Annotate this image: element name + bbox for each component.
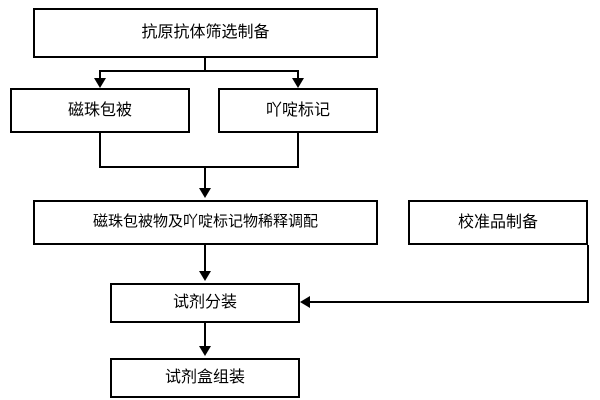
arrow-n1-to-n2 [94,78,106,88]
node-reagent-dispensing: 试剂分装 [110,283,300,323]
edge-n1-to-n3 [297,70,299,80]
edge-n3-down [297,133,299,168]
edge-n2-down [99,133,101,168]
edge-n4-to-n6 [204,245,206,273]
arrow-n4-to-n6 [199,271,211,281]
arrow-merge-to-n4 [199,188,211,198]
node-label: 校准品制备 [457,213,538,231]
edge-merge-to-n4 [204,166,206,190]
node-label: 吖啶标记 [265,101,330,119]
arrow-n1-to-n3 [292,78,304,88]
edge-n5-down [587,245,589,303]
node-acridinium-labeling: 吖啶标记 [218,88,378,133]
node-dilution-formulation: 磁珠包被物及吖啶标记物稀释调配 [33,200,378,245]
node-kit-assembly: 试剂盒组装 [110,358,300,398]
node-label: 抗原抗体筛选制备 [141,24,270,42]
edge-n5-to-n6 [310,301,589,303]
arrow-n5-to-n6 [300,296,310,308]
node-magnetic-bead-coating: 磁珠包被 [10,88,190,133]
node-label: 试剂盒组装 [164,369,245,387]
node-label: 试剂分装 [172,294,237,312]
edge-n1-to-n2 [99,70,101,80]
edge-n1-stub [204,58,206,72]
node-label: 磁珠包被 [67,101,132,119]
node-calibrator-preparation: 校准品制备 [408,200,588,245]
edge-n6-to-n7 [204,323,206,348]
edge-merge-bar [99,166,299,168]
edge-n1-split [99,70,299,72]
node-antigen-antibody-screening: 抗原抗体筛选制备 [33,8,378,58]
arrow-n6-to-n7 [199,346,211,356]
node-label: 磁珠包被物及吖啶标记物稀释调配 [92,213,318,231]
